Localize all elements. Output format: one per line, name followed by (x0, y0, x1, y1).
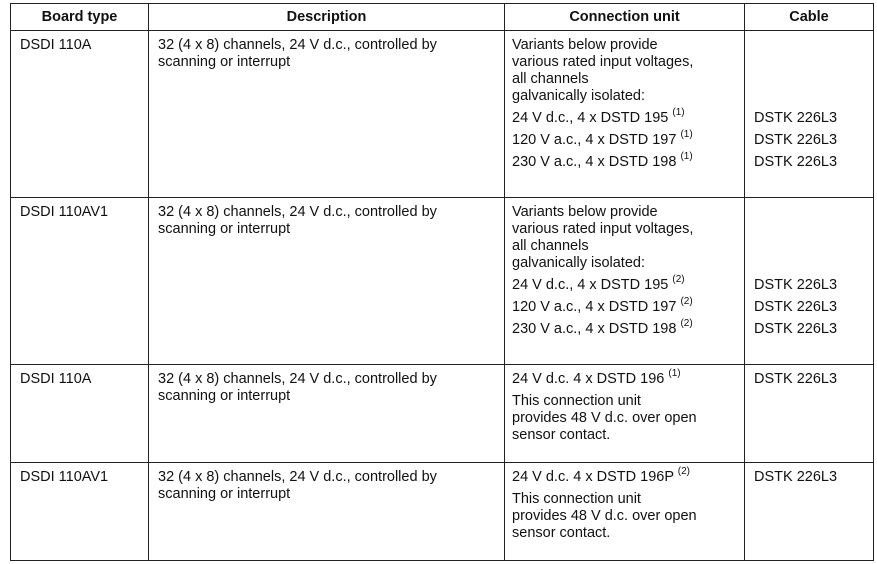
variant-line: 230 V a.c., 4 x DSTD 198 (1) (512, 151, 736, 171)
header-board-type: Board type (10, 3, 149, 31)
cable-value: DSTK 226L3 (754, 321, 838, 337)
description-cell: 32 (4 x 8) channels, 24 V d.c., controll… (148, 30, 505, 198)
cable-value: DSTK 226L3 (754, 154, 838, 170)
table-row: DSDI 110AV1 32 (4 x 8) channels, 24 V d.… (10, 462, 874, 561)
cable-value: DSTK 226L3 (754, 371, 838, 387)
conn-note-line: sensor contact. (512, 427, 611, 443)
conn-note-line: provides 48 V d.c. over open (512, 508, 697, 524)
variant-line: 230 V a.c., 4 x DSTD 198 (2) (512, 318, 736, 338)
conn-intro-line: galvanically isolated: (512, 255, 645, 271)
table-row: DSDI 110A 32 (4 x 8) channels, 24 V d.c.… (10, 30, 874, 198)
footnote-ref: (2) (680, 318, 693, 330)
variant-text: 24 V d.c., 4 x DSTD 195 (512, 110, 673, 126)
footnote-ref: (2) (672, 274, 685, 286)
footnote-ref: (1) (668, 368, 681, 380)
variant-line: 120 V a.c., 4 x DSTD 197 (1) (512, 129, 736, 149)
table-row: DSDI 110AV1 32 (4 x 8) channels, 24 V d.… (10, 197, 874, 365)
conn-intro-line: all channels (512, 238, 589, 254)
header-row: Board type Description Connection unit C… (10, 3, 874, 31)
cable-cell: DSTK 226L3 (744, 364, 874, 463)
board-type-cell: DSDI 110A (10, 30, 149, 198)
description-cell: 32 (4 x 8) channels, 24 V d.c., controll… (148, 197, 505, 365)
description-cell: 32 (4 x 8) channels, 24 V d.c., controll… (148, 364, 505, 463)
conn-intro-line: Variants below provide (512, 204, 658, 220)
footnote-ref: (2) (677, 466, 690, 478)
description-line: 32 (4 x 8) channels, 24 V d.c., controll… (158, 371, 437, 387)
footnote-ref: (1) (680, 129, 693, 141)
header-connection-unit: Connection unit (504, 3, 745, 31)
header-cable: Cable (744, 3, 874, 31)
description-line: scanning or interrupt (158, 221, 291, 237)
board-type-cell: DSDI 110AV1 (10, 197, 149, 365)
cable-cell: DSTK 226L3 (744, 462, 874, 561)
footnote-ref: (1) (672, 107, 685, 119)
cable-cell: DSTK 226L3 DSTK 226L3 DSTK 226L3 (744, 30, 874, 198)
variant-text: 24 V d.c., 4 x DSTD 195 (512, 277, 673, 293)
conn-intro-line: Variants below provide (512, 37, 658, 53)
description-line: scanning or interrupt (158, 388, 291, 404)
connection-unit-cell: Variants below provide various rated inp… (504, 197, 745, 365)
header-description: Description (148, 3, 505, 31)
conn-first-text: 24 V d.c. 4 x DSTD 196P (512, 469, 678, 485)
variant-text: 120 V a.c., 4 x DSTD 197 (512, 299, 681, 315)
variant-line: 24 V d.c., 4 x DSTD 195 (1) (512, 107, 736, 127)
cable-value: DSTK 226L3 (754, 469, 838, 485)
conn-intro-line: various rated input voltages, (512, 54, 694, 70)
board-type-cell: DSDI 110AV1 (10, 462, 149, 561)
variant-text: 230 V a.c., 4 x DSTD 198 (512, 321, 681, 337)
conn-note-line: provides 48 V d.c. over open (512, 410, 697, 426)
board-type-cell: DSDI 110A (10, 364, 149, 463)
cable-value: DSTK 226L3 (754, 132, 838, 148)
conn-note-line: This connection unit (512, 393, 641, 409)
description-line: 32 (4 x 8) channels, 24 V d.c., controll… (158, 469, 437, 485)
conn-first-line: 24 V d.c. 4 x DSTD 196 (1) (512, 368, 736, 388)
conn-intro-line: various rated input voltages, (512, 221, 694, 237)
connection-unit-cell: Variants below provide various rated inp… (504, 30, 745, 198)
footnote-ref: (2) (680, 296, 693, 308)
conn-note-line: sensor contact. (512, 525, 611, 541)
cable-value: DSTK 226L3 (754, 277, 838, 293)
variant-text: 230 V a.c., 4 x DSTD 198 (512, 154, 681, 170)
table-row: DSDI 110A 32 (4 x 8) channels, 24 V d.c.… (10, 364, 874, 463)
cable-value: DSTK 226L3 (754, 299, 838, 315)
description-line: scanning or interrupt (158, 54, 291, 70)
conn-intro-line: all channels (512, 71, 589, 87)
cable-value: DSTK 226L3 (754, 110, 838, 126)
description-cell: 32 (4 x 8) channels, 24 V d.c., controll… (148, 462, 505, 561)
description-line: scanning or interrupt (158, 486, 291, 502)
connection-unit-cell: 24 V d.c. 4 x DSTD 196P (2) This connect… (504, 462, 745, 561)
conn-intro-line: galvanically isolated: (512, 88, 645, 104)
footnote-ref: (1) (680, 151, 693, 163)
board-table: Board type Description Connection unit C… (10, 3, 874, 561)
variant-line: 24 V d.c., 4 x DSTD 195 (2) (512, 274, 736, 294)
conn-first-line: 24 V d.c. 4 x DSTD 196P (2) (512, 466, 736, 486)
conn-first-text: 24 V d.c. 4 x DSTD 196 (512, 371, 669, 387)
variant-line: 120 V a.c., 4 x DSTD 197 (2) (512, 296, 736, 316)
conn-note-line: This connection unit (512, 491, 641, 507)
cable-cell: DSTK 226L3 DSTK 226L3 DSTK 226L3 (744, 197, 874, 365)
description-line: 32 (4 x 8) channels, 24 V d.c., controll… (158, 204, 437, 220)
description-line: 32 (4 x 8) channels, 24 V d.c., controll… (158, 37, 437, 53)
variant-text: 120 V a.c., 4 x DSTD 197 (512, 132, 681, 148)
connection-unit-cell: 24 V d.c. 4 x DSTD 196 (1) This connecti… (504, 364, 745, 463)
